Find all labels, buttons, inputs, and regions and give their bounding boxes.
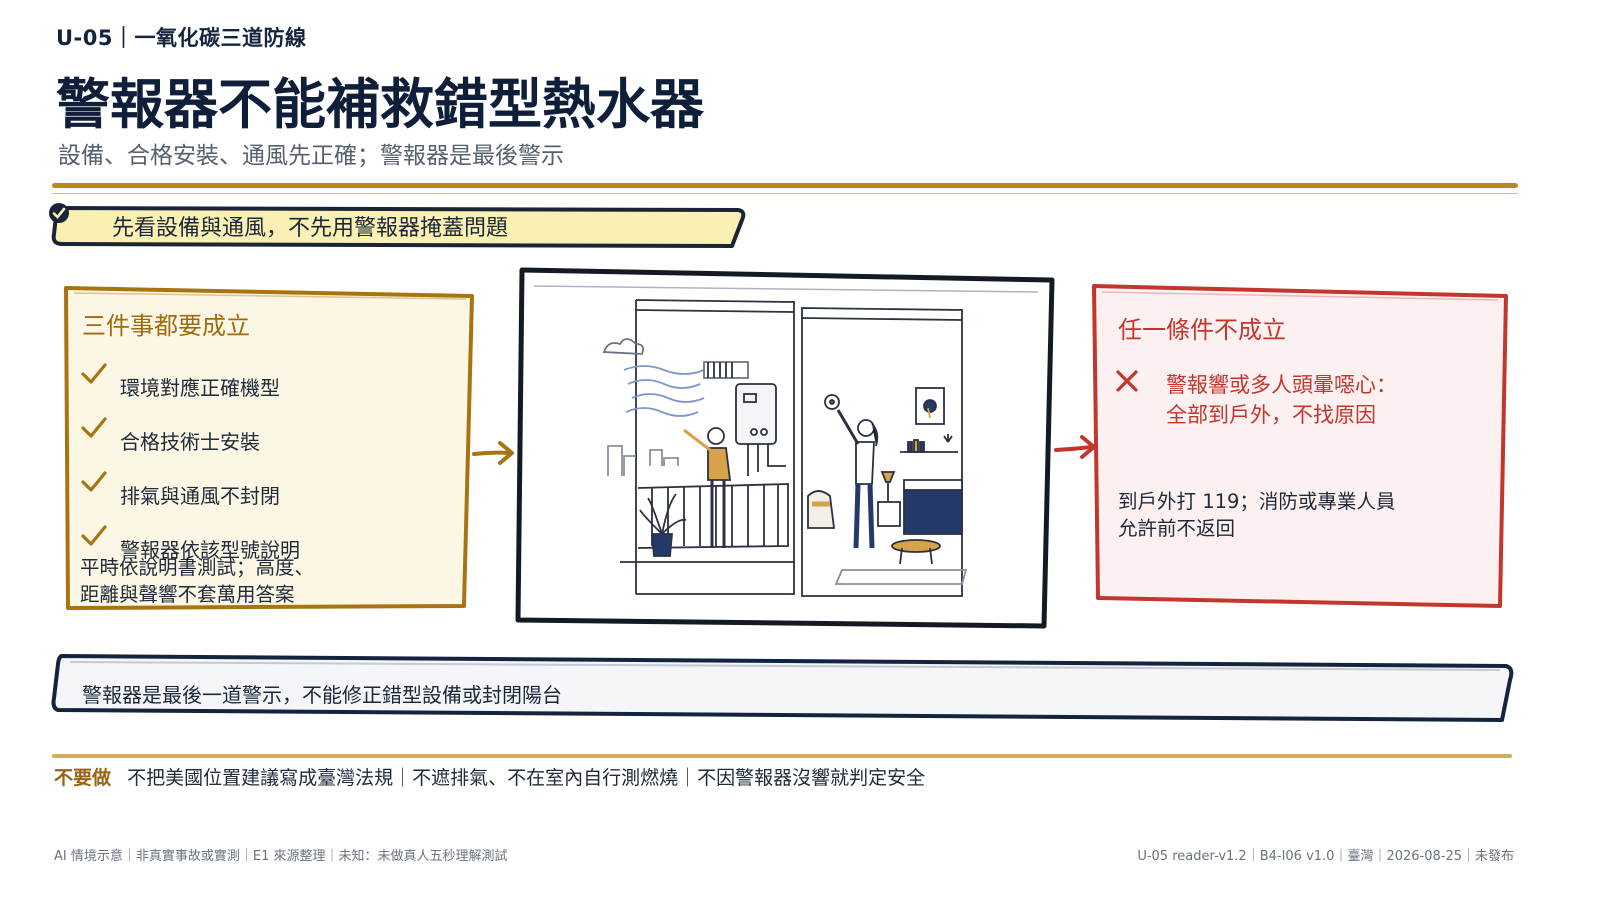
checkmark-icon — [81, 417, 107, 438]
condition-text: 環境對應正確機型 — [120, 376, 280, 400]
arrow-right-icon — [1054, 435, 1096, 459]
condition-text: 排氣與通風不封閉 — [120, 484, 280, 508]
check-badge-icon — [49, 203, 69, 223]
callout-tag: 先看設備與通風，不先用警報器掩蓋問題 — [48, 202, 748, 252]
conditions-card: 三件事都要成立 環境對應正確機型 合格技術士安裝 排氣與通風不封閉 警報器依該型… — [60, 284, 480, 614]
summary-banner: 警報器是最後一道警示，不能修正錯型設備或封閉陽台 — [50, 650, 1516, 730]
page-title: 警報器不能補救錯型熱水器 — [56, 73, 704, 136]
header-divider-thin — [52, 193, 1518, 194]
page-subtitle: 設備、合格安裝、通風先正確；警報器是最後警示 — [58, 143, 564, 169]
dont-text: 不把美國位置建議寫成臺灣法規｜不遮排氣、不在室內自行測燃燒｜不因警報器沒響就判定… — [127, 767, 926, 789]
footer-source: AI 情境示意｜非真實事故或實測｜E1 來源整理｜未知：未做真人五秒理解測試 — [54, 849, 508, 864]
condition-text: 警報器依該型號說明 — [120, 538, 300, 562]
failure-card: 任一條件不成立 警報響或多人頭暈噁心： 全部到戶外，不找原因 到戶外打 119；… — [1088, 282, 1512, 612]
dont-label: 不要做 — [54, 767, 112, 789]
dont-row: 不要做 不把美國位置建議寫成臺灣法規｜不遮排氣、不在室內自行測燃燒｜不因警報器沒… — [54, 763, 925, 790]
checkmark-icon — [81, 363, 107, 384]
summary-text: 警報器是最後一道警示，不能修正錯型設備或封閉陽台 — [82, 683, 562, 707]
footer-version: U-05 reader-v1.2｜B4-I06 v1.0｜臺灣｜2026-08-… — [1137, 849, 1514, 864]
scene-illustration — [515, 267, 1055, 629]
callout-text: 先看設備與通風，不先用警報器掩蓋問題 — [112, 216, 509, 241]
cross-icon — [1116, 370, 1138, 392]
condition-text: 合格技術士安裝 — [120, 430, 260, 454]
conditions-note: 平時依說明書測試；高度、 距離與聲響不套萬用答案 — [80, 556, 315, 606]
failure-warning: 警報響或多人頭暈噁心： 全部到戶外，不找原因 — [1166, 373, 1397, 427]
checkmark-icon — [81, 471, 107, 492]
conditions-title: 三件事都要成立 — [82, 312, 250, 340]
failure-action: 到戶外打 119；消防或專業人員 允許前不返回 — [1118, 490, 1396, 540]
failure-title: 任一條件不成立 — [1118, 316, 1286, 344]
footer-divider — [52, 754, 1512, 758]
unit-label: U-05｜一氧化碳三道防線 — [56, 26, 307, 50]
arrow-right-icon — [472, 441, 514, 465]
header-divider — [52, 183, 1518, 188]
checkmark-icon — [81, 525, 107, 546]
